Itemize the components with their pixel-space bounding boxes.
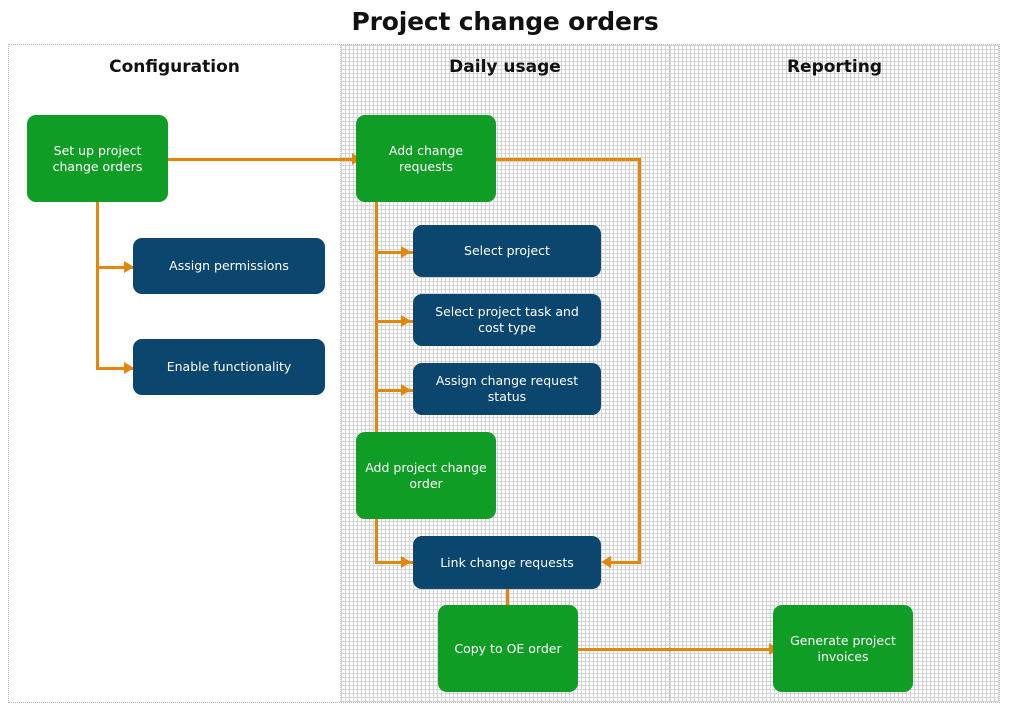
node-select-project[interactable]: Select project: [413, 225, 601, 277]
arrowhead-setup-to-enable-functionality: [124, 362, 134, 374]
node-select-project-task-and-cost-type[interactable]: Select project task and cost type: [413, 294, 601, 346]
node-copy-to-oe-order[interactable]: Copy to OE order: [438, 605, 578, 692]
edge-add-pco-to-link: [375, 561, 413, 564]
node-label: Set up project change orders: [52, 142, 143, 174]
node-add-project-change-order[interactable]: Add project change order: [356, 432, 496, 519]
arrowhead-add-to-select-task-cost-type: [401, 315, 411, 327]
edge-add-to-select-task-cost-type: [375, 320, 413, 323]
arrowhead-add-to-assign-status: [401, 384, 411, 396]
node-label: Generate project invoices: [790, 632, 896, 664]
edge-add-to-assign-status: [375, 389, 413, 392]
node-set-up-project-change-orders[interactable]: Set up project change orders: [27, 115, 168, 202]
page-title: Project change orders: [351, 7, 659, 36]
edge-add-pco-trunk: [375, 518, 378, 564]
node-add-change-requests[interactable]: Add change requests: [356, 115, 496, 202]
edge-setup-to-enable-functionality: [96, 367, 136, 370]
node-label: Add change requests: [388, 142, 464, 174]
edge-add-to-link-right: [638, 158, 641, 563]
edge-setup-trunk: [96, 201, 99, 370]
node-generate-project-invoices[interactable]: Generate project invoices: [773, 605, 913, 692]
node-assign-permissions[interactable]: Assign permissions: [133, 238, 325, 294]
lane-title-configuration: Configuration: [109, 57, 240, 77]
lane-title-daily-usage: Daily usage: [449, 57, 561, 77]
edge-setup-to-add-change-requests: [168, 158, 360, 161]
node-label: Assign permissions: [169, 258, 289, 273]
node-assign-change-request-status[interactable]: Assign change request status: [413, 363, 601, 415]
edge-add-to-select-project: [375, 251, 413, 254]
edge-add-to-link-top: [496, 158, 641, 161]
node-enable-functionality[interactable]: Enable functionality: [133, 339, 325, 395]
node-label: Select project task and cost type: [435, 304, 579, 335]
edge-add-to-link-bottom: [609, 561, 641, 564]
arrowhead-add-to-link: [601, 556, 611, 568]
diagram-frame: Configuration Daily usage Reporting Set …: [8, 44, 1000, 703]
lane-title-reporting: Reporting: [786, 57, 883, 77]
node-label: Link change requests: [440, 554, 574, 570]
lane-reporting: Reporting: [670, 45, 999, 702]
edge-setup-to-assign-permissions: [96, 266, 136, 269]
node-label: Enable functionality: [166, 359, 292, 374]
node-label: Assign change request status: [435, 373, 579, 404]
edge-add-change-requests-trunk: [375, 201, 378, 432]
arrowhead-add-pco-to-link: [401, 556, 411, 568]
arrowhead-setup-to-assign-permissions: [124, 261, 134, 273]
node-label: Select project: [464, 243, 550, 258]
node-label: Copy to OE order: [454, 640, 562, 656]
edge-copy-to-generate-invoices: [577, 648, 778, 651]
arrowhead-add-to-select-project: [401, 246, 411, 258]
node-link-change-requests[interactable]: Link change requests: [413, 536, 601, 589]
node-label: Add project change order: [365, 459, 487, 491]
